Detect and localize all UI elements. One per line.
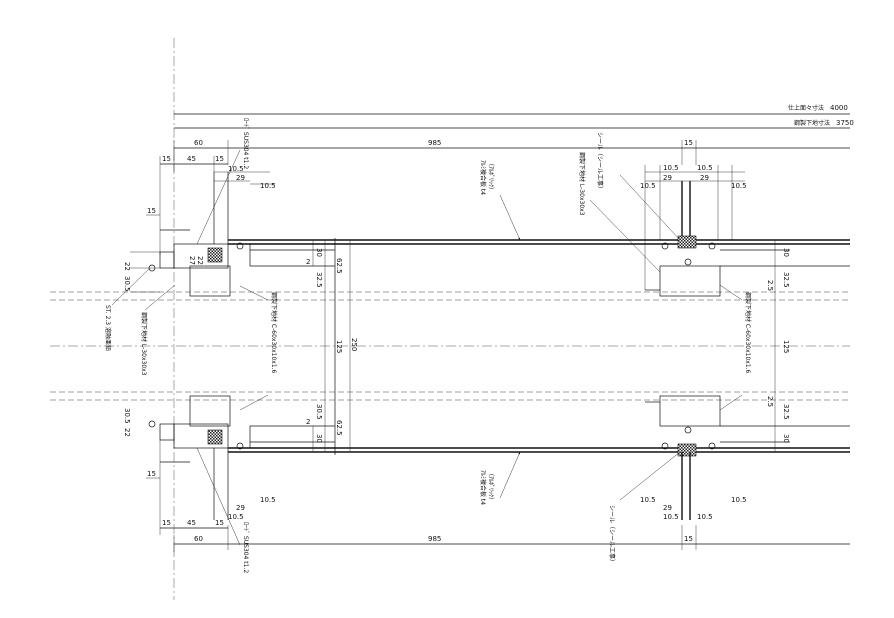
label-frame-top: 鋼製下地材 L-30x30x3 bbox=[578, 152, 586, 216]
dim-15-bottom-b: 15 bbox=[215, 519, 224, 527]
dim-22-b: 22 bbox=[196, 256, 204, 265]
dim-30-5-bottom: 30.5 bbox=[123, 408, 131, 424]
top-right-dimensions: 10.5 10.5 10.5 29 29 10.5 bbox=[640, 164, 747, 290]
dim-29-b: 29 bbox=[663, 174, 672, 182]
dim-250: 250 bbox=[350, 338, 358, 351]
dim-2-a: 2 bbox=[306, 258, 310, 266]
dim-10-5-d: 10.5 bbox=[697, 164, 713, 172]
dim-4000-label: 仕上面々寸法 bbox=[788, 104, 824, 112]
dim-29-bottom-a: 29 bbox=[236, 504, 245, 512]
bottom-dimensions: 60 985 15 15 45 15 29 10.5 10.5 10.5 29 … bbox=[123, 408, 850, 555]
dim-60-bottom: 60 bbox=[194, 535, 203, 543]
dim-15-left: 15 bbox=[147, 207, 156, 215]
dim-30-right-2: 30 bbox=[782, 434, 790, 443]
dim-10-5-bottom-c: 10.5 bbox=[640, 496, 656, 504]
dim-29-a: 29 bbox=[236, 174, 245, 182]
dim-10-5-bottom-b: 10.5 bbox=[260, 496, 276, 504]
dim-62-5-a: 62.5 bbox=[335, 258, 343, 274]
dim-45-bottom: 45 bbox=[187, 519, 196, 527]
label-alum-bottom: ｱﾙﾐ複合板 t4 bbox=[479, 470, 487, 505]
label-alum-top-2: （ｱﾙﾎﾟﾘｯｸ） bbox=[487, 160, 494, 193]
bottom-panel bbox=[228, 425, 850, 453]
dim-10-5-bottom-d: 10.5 bbox=[663, 513, 679, 521]
dim-10-5-bottom-a: 10.5 bbox=[228, 513, 244, 521]
dim-10-5-c: 10.5 bbox=[663, 164, 679, 172]
dim-3750-label: 鋼製下地寸法 bbox=[794, 119, 830, 127]
dim-30-5: 30.5 bbox=[123, 276, 131, 292]
dim-30-a: 30 bbox=[315, 248, 323, 257]
dim-125: 125 bbox=[335, 340, 343, 353]
label-c-right: 鋼製下地材 C-60x30x10x1.6 bbox=[744, 292, 752, 374]
dim-10-5-b: 10.5 bbox=[260, 182, 276, 190]
top-panel bbox=[228, 238, 850, 455]
center-dimensions: 30 62.5 32.5 2 125 250 30 62.5 30.5 2 bbox=[306, 240, 358, 452]
dim-2-5-right: 2.5 bbox=[766, 280, 774, 291]
dim-32-5-right: 32.5 bbox=[782, 272, 790, 288]
dim-32-5-right-2: 32.5 bbox=[782, 404, 790, 420]
overall-dimensions: 仕上面々寸法 4000 鋼製下地寸法 3750 60 985 15 bbox=[173, 104, 854, 165]
dim-10-5-bottom-f: 10.5 bbox=[731, 496, 747, 504]
dim-45: 45 bbox=[187, 155, 196, 163]
dim-60-top: 60 bbox=[194, 139, 203, 147]
dim-29-c: 29 bbox=[700, 174, 709, 182]
dim-2-b: 2 bbox=[306, 418, 310, 426]
dim-29-bottom-b: 29 bbox=[663, 504, 672, 512]
label-seal-top: シール（シール工事） bbox=[596, 132, 604, 192]
guide-lines bbox=[50, 291, 850, 401]
label-c-left: 鋼製下地材 C-60x30x10x1.6 bbox=[270, 292, 278, 374]
right-frame-top bbox=[645, 235, 721, 297]
label-seal-bottom: シール（シール工事） bbox=[608, 505, 616, 565]
dim-10-5-a: 10.5 bbox=[228, 165, 244, 173]
dim-10-5-e: 10.5 bbox=[640, 182, 656, 190]
dim-2-5-right-2: 2.5 bbox=[766, 396, 774, 407]
right-frame-bottom bbox=[645, 395, 721, 520]
leader-lines bbox=[111, 174, 743, 501]
dim-15-bottom-a: 15 bbox=[162, 519, 171, 527]
label-frame-left: 鋼製下地材 L-30x30x3 bbox=[140, 312, 148, 376]
dim-10-5-bottom-e: 10.5 bbox=[697, 513, 713, 521]
left-frame-bottom bbox=[148, 395, 244, 546]
dim-30-b: 30 bbox=[315, 434, 323, 443]
dim-985-bottom: 985 bbox=[428, 535, 441, 543]
label-alum-bottom-2: （ｱﾙﾎﾟﾘｯｸ） bbox=[487, 470, 494, 503]
dim-32-5-a: 32.5 bbox=[315, 272, 323, 288]
dim-4000-value: 4000 bbox=[830, 104, 848, 112]
dim-15-a: 15 bbox=[162, 155, 171, 163]
dim-62-5-b: 62.5 bbox=[335, 420, 343, 436]
label-sus-top: ﾛｰﾄﾞ SUS304 t1.2 bbox=[242, 118, 249, 169]
dim-30-right: 30 bbox=[782, 248, 790, 257]
left-frame-top bbox=[148, 149, 244, 297]
label-alum-top: ｱﾙﾐ複合板 t4 bbox=[479, 160, 487, 195]
dim-30-5-b: 30.5 bbox=[315, 404, 323, 420]
dim-10-5-f: 10.5 bbox=[731, 182, 747, 190]
dim-22: 22 bbox=[123, 262, 131, 271]
dim-125-right: 125 bbox=[782, 340, 790, 353]
dim-15-right-top: 15 bbox=[684, 139, 693, 147]
dim-22-bottom: 22 bbox=[123, 428, 131, 437]
dim-3750-value: 3750 bbox=[836, 119, 854, 127]
dim-27: 27 bbox=[188, 256, 196, 265]
dim-15-b: 15 bbox=[215, 155, 224, 163]
right-dimensions: 125 30 32.5 2.5 2.5 32.5 30 bbox=[766, 240, 790, 452]
top-left-dimensions: 15 45 15 10.5 29 10.5 15 22 30.5 27 22 bbox=[123, 155, 276, 293]
dim-985-top: 985 bbox=[428, 139, 441, 147]
dim-15-right-bottom: 15 bbox=[684, 535, 693, 543]
label-st-left: ST. 2.3 溶融亜鉛 bbox=[104, 305, 112, 351]
dim-15-bottom-left: 15 bbox=[147, 470, 156, 478]
label-sus-bottom: ﾛｰﾄﾞ SUS304 t1.2 bbox=[242, 522, 249, 573]
annotations: ﾛｰﾄﾞ SUS304 t1.2 ﾛｰﾄﾞ SUS304 t1.2 ｱﾙﾐ複合板… bbox=[104, 118, 752, 573]
